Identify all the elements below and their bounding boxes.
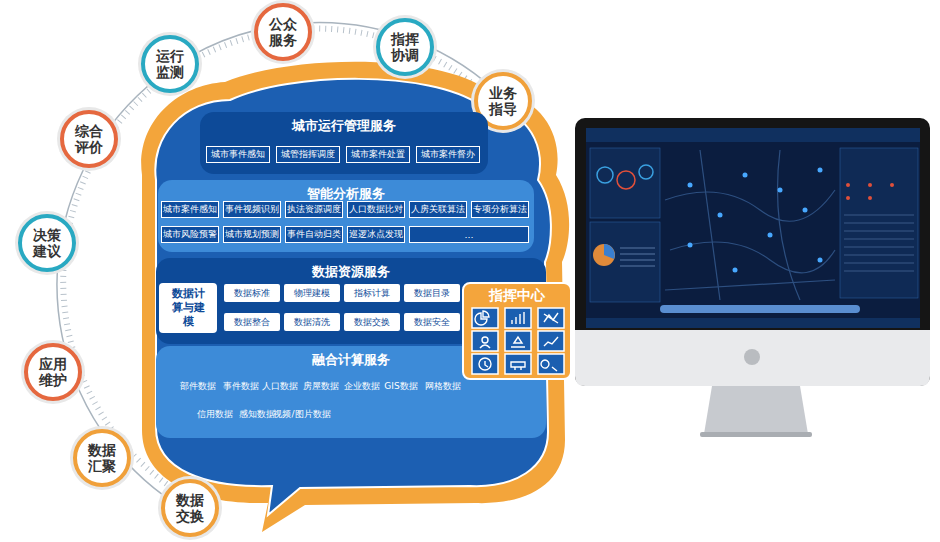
data-source-label: 人口数据: [262, 380, 298, 393]
node-label: 城管指挥调度: [281, 148, 335, 161]
node-label: 综合评价: [74, 123, 104, 155]
function-circle: 应用维护: [24, 343, 82, 401]
service-box: 人房关联算法: [409, 201, 467, 218]
node-label: 数据标准: [234, 287, 270, 300]
data-source-label: 部件数据: [180, 380, 216, 393]
node-label: 人房关联算法: [411, 203, 465, 216]
node-label: 业务指导: [488, 85, 518, 117]
node-label: 数据安全: [414, 316, 450, 329]
function-circle: 公众服务: [254, 3, 312, 61]
service-box: 数据标准: [224, 284, 280, 302]
service-box: 数据清洗: [284, 313, 340, 331]
service-box: 指标计算: [344, 284, 400, 302]
service-box: 城市事件感知: [206, 146, 270, 163]
service-box: 巡逻冰点发现: [347, 226, 405, 243]
data-source-label: 房屋数据: [303, 380, 339, 393]
service-box: 数据安全: [404, 313, 460, 331]
node-label: 事件视频识别: [225, 203, 279, 216]
cloud-outer: [141, 62, 569, 532]
service-box: 城市风险预警: [161, 226, 219, 243]
node-label: 专项分析算法: [473, 203, 527, 216]
band-heading: 城市运行管理服务: [200, 117, 488, 135]
function-circle: 决策建议: [18, 214, 76, 272]
data-source-label: 企业数据: [344, 380, 380, 393]
monitor: [575, 118, 930, 437]
service-box: 物理建模: [284, 284, 340, 302]
node-label: 数据交换: [354, 316, 390, 329]
node-label: 指标计算: [354, 287, 390, 300]
data-source-label: 信用数据: [197, 408, 233, 421]
service-box: …: [409, 226, 529, 243]
node-label: 城市事件感知: [211, 148, 265, 161]
band-heading: 数据资源服务: [156, 263, 546, 281]
service-box: 城市规划预测: [223, 226, 281, 243]
panel-icon: [538, 331, 564, 351]
band-heading: 指挥中心: [464, 287, 570, 305]
node-label: 决策建议: [32, 227, 62, 259]
panel-icon: [538, 308, 564, 328]
service-box: 执法资源调度: [285, 201, 343, 218]
service-box: 数据计算与建模: [159, 283, 217, 333]
service-box: 数据交换: [344, 313, 400, 331]
command-panel: 指挥中心: [462, 282, 572, 380]
service-box: 城市案件感知: [161, 201, 219, 218]
node-label: 数据目录: [414, 287, 450, 300]
function-circle: 数据交换: [161, 479, 219, 537]
panel-icon: [505, 308, 531, 328]
service-box: 数据目录: [404, 284, 460, 302]
data-source-label: GIS数据: [384, 380, 417, 393]
data-source-label: 感知数据: [239, 408, 275, 421]
panel-icon: [472, 354, 498, 374]
service-box: 城市案件处置: [346, 146, 410, 163]
panel-icon: [538, 354, 564, 374]
service-box: 城市案件督办: [416, 146, 480, 163]
node-label: 城市案件督办: [421, 148, 475, 161]
node-label: 城市案件处置: [351, 148, 405, 161]
panel-icon: [472, 308, 498, 328]
node-label: 物理建模: [294, 287, 330, 300]
node-label: 数据汇聚: [87, 442, 117, 474]
node-label: 数据整合: [234, 316, 270, 329]
function-circle: 数据汇聚: [73, 429, 131, 487]
node-label: 人口数据比对: [349, 203, 403, 216]
data-source-label: 网格数据: [425, 380, 461, 393]
panel-icon: [472, 331, 498, 351]
node-label: 城市案件感知: [163, 203, 217, 216]
service-box: 人口数据比对: [347, 201, 405, 218]
node-label: 数据清洗: [294, 316, 330, 329]
node-label: 数据计算与建模: [170, 287, 206, 328]
panel-icon: [505, 354, 531, 374]
function-circle: 综合评价: [60, 110, 118, 168]
node-label: 城市风险预警: [163, 228, 217, 241]
service-band: 城市运行管理服务城市事件感知 城管指挥调度 城市案件处置 城市案件督办: [200, 112, 488, 174]
node-label: 指挥协调: [390, 31, 420, 63]
service-box: 城管指挥调度: [276, 146, 340, 163]
data-source-label: 事件数据: [223, 380, 259, 393]
node-label: 城市规划预测: [225, 228, 279, 241]
node-label: 执法资源调度: [287, 203, 341, 216]
service-band: 智能分析服务城市案件感知事件视频识别执法资源调度人口数据比对人房关联算法专项分析…: [158, 180, 534, 252]
node-label: 公众服务: [268, 16, 298, 48]
service-box: 事件自动归类: [285, 226, 343, 243]
node-label: 数据交换: [175, 492, 205, 524]
node-label: 巡逻冰点发现: [349, 228, 403, 241]
function-circle: 运行监测: [141, 35, 199, 93]
panel-icon: [505, 331, 531, 351]
node-label: …: [465, 230, 474, 240]
function-circle: 指挥协调: [376, 18, 434, 76]
node-label: 事件自动归类: [287, 228, 341, 241]
data-source-label: 视频/图片数据: [273, 408, 330, 421]
service-box: 专项分析算法: [471, 201, 529, 218]
service-box: 事件视频识别: [223, 201, 281, 218]
node-label: 应用维护: [38, 356, 68, 388]
service-box: 数据整合: [224, 313, 280, 331]
node-label: 运行监测: [155, 48, 185, 80]
